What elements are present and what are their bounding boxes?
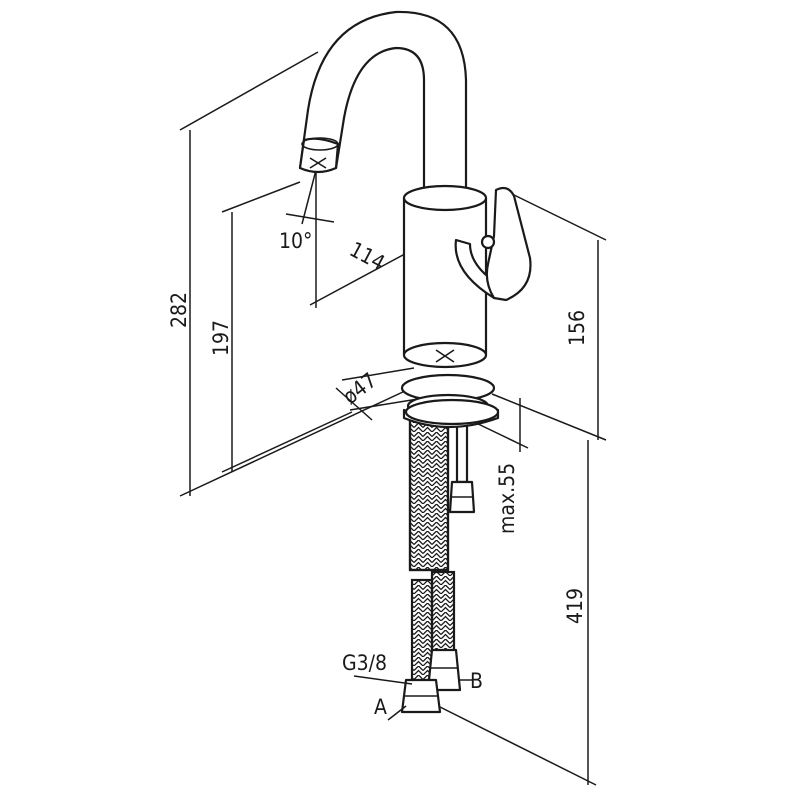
support-plate-top xyxy=(404,398,500,426)
spout-tip-top xyxy=(301,137,339,151)
dim-max55-bottom-extension xyxy=(473,421,529,449)
dim-diameter-bottom xyxy=(349,397,425,411)
spout-tip xyxy=(298,137,340,174)
dim-197-bottom-extension xyxy=(221,411,353,473)
hose-a xyxy=(410,578,434,686)
dimension-lines xyxy=(179,51,607,786)
body-bottom xyxy=(402,341,488,369)
spout-height-label: 197 xyxy=(209,320,233,356)
dimension-labels: 10° 114 282 197 156 ø47 max.55 419 G3/8 … xyxy=(167,229,589,721)
dim-diameter-left xyxy=(335,387,373,421)
thread-label: G3/8 xyxy=(342,651,387,675)
handle-lever xyxy=(485,186,532,302)
dim-197-top-extension xyxy=(221,181,301,213)
mounting-plate xyxy=(400,373,500,429)
hose-upper-left-braid xyxy=(408,418,450,572)
handle-height-label: 156 xyxy=(565,310,589,346)
thread-leader xyxy=(353,675,413,685)
dim-diameter-top xyxy=(341,367,415,381)
angle-arc xyxy=(285,213,335,223)
dim-156-top-extension xyxy=(511,193,607,241)
dim-156-bottom-extension xyxy=(491,393,607,441)
supply-hoses xyxy=(400,398,476,714)
hose-a-label: A xyxy=(374,695,387,719)
spout-mark-2 xyxy=(309,157,327,169)
faucet xyxy=(298,10,532,369)
spout-tube xyxy=(298,10,468,202)
total-height-label: 282 xyxy=(167,292,191,328)
body-top xyxy=(402,184,488,212)
hose-length-label: 419 xyxy=(563,588,587,624)
hose-a-leader xyxy=(387,705,407,721)
body-center-mark-2 xyxy=(435,349,455,363)
hose-b-label: B xyxy=(470,669,483,693)
dim-282-top-extension xyxy=(179,51,319,131)
dim-419-bottom-extension xyxy=(433,703,597,786)
handle-screw xyxy=(480,234,496,250)
angle-ray xyxy=(301,169,317,225)
angle-label: 10° xyxy=(279,229,312,253)
spout-reach-label: 114 xyxy=(346,237,389,275)
max-thickness-label: max.55 xyxy=(495,463,519,534)
dim-282-bottom-extension xyxy=(179,383,421,497)
